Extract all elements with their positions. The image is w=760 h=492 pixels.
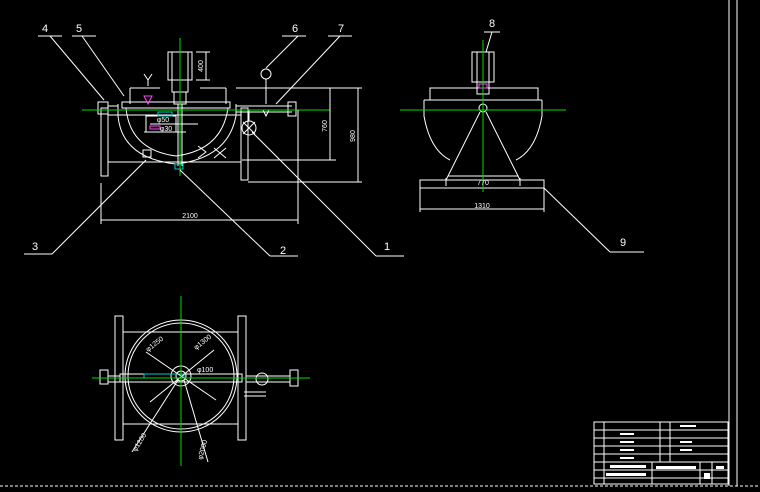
callout-6: 6 — [292, 23, 298, 35]
front-view — [82, 38, 362, 224]
dim-plan-d1: φ100 — [197, 367, 213, 374]
dim-total-height: 980 — [350, 130, 357, 142]
dim-plan-d3: φ1300 — [193, 334, 213, 352]
callout-5: 5 — [76, 23, 82, 35]
dim-overall-width: 2100 — [182, 213, 198, 220]
dim-motor-height: 400 — [198, 60, 205, 72]
dim-dia-lower: φ30 — [160, 126, 172, 133]
title-block — [593, 421, 729, 485]
callout-9: 9 — [620, 237, 626, 249]
dim-stand-width: 770 — [477, 180, 489, 187]
dim-base-width: 1310 — [474, 203, 490, 210]
callout-4: 4 — [42, 23, 48, 35]
callout-8: 8 — [489, 18, 495, 30]
callout-7: 7 — [338, 23, 344, 35]
callout-3: 3 — [32, 241, 38, 253]
callout-1: 1 — [384, 241, 390, 253]
dim-dia-upper: φ50 — [157, 117, 169, 124]
dim-plan-d5: φ2000 — [197, 439, 209, 460]
side-view — [400, 40, 566, 212]
dim-vessel-height: 760 — [322, 120, 329, 132]
dim-plan-d4: φ1200 — [132, 432, 149, 453]
dim-plan-d2: φ1250 — [145, 336, 165, 354]
leader-lines — [24, 31, 644, 257]
callout-2: 2 — [280, 245, 286, 257]
plan-view — [92, 296, 310, 466]
